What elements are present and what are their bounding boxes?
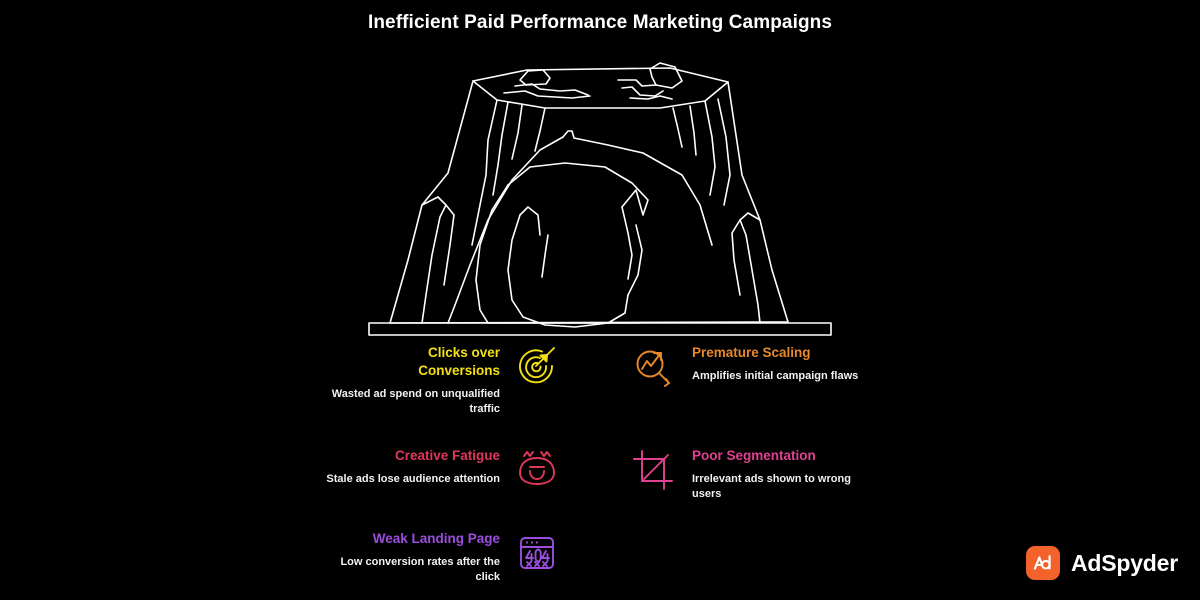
adspyder-mark-icon	[1025, 546, 1060, 580]
sleeping-face-icon	[519, 451, 555, 485]
issue-text-block: Premature Scaling Amplifies initial camp…	[692, 344, 920, 384]
crop-slash-icon	[633, 450, 673, 490]
issue-description: Amplifies initial campaign flaws	[692, 369, 859, 382]
trending-magnifier-icon	[636, 350, 670, 387]
issue-poor-segmentation: Poor Segmentation Irrelevant ads shown t…	[630, 447, 920, 502]
ad-monogram-icon	[1033, 555, 1051, 570]
issue-weak-landing-page: Weak Landing Page Low conversion rates a…	[290, 530, 560, 585]
issue-description: Low conversion rates after the click	[340, 555, 500, 583]
target-cursor-icon	[519, 347, 555, 384]
plateau-mountain-illustration	[368, 62, 832, 336]
brand-name: AdSpyder	[1070, 549, 1178, 576]
page-title: Inefficient Paid Performance Marketing C…	[367, 12, 833, 33]
issue-title: Weak Landing Page	[372, 531, 500, 546]
issue-description: Irrelevant ads shown to wrong users	[692, 472, 851, 500]
issue-text-block: Clicks over Conversions Wasted ad spend …	[310, 344, 500, 417]
issue-creative-fatigue: Creative Fatigue Stale ads lose audience…	[310, 447, 560, 493]
issue-clicks-over-conversions: Clicks over Conversions Wasted ad spend …	[310, 344, 560, 417]
issue-title: Clicks over Conversions	[418, 345, 500, 378]
issue-description: Stale ads lose audience attention	[326, 472, 500, 485]
issue-premature-scaling: Premature Scaling Amplifies initial camp…	[630, 344, 920, 390]
issue-text-block: Weak Landing Page Low conversion rates a…	[290, 530, 500, 585]
issue-text-block: Creative Fatigue Stale ads lose audience…	[310, 447, 500, 487]
issue-title: Poor Segmentation	[692, 448, 816, 463]
browser-404-icon	[520, 537, 554, 569]
issue-title: Premature Scaling	[692, 345, 811, 360]
issue-text-block: Poor Segmentation Irrelevant ads shown t…	[692, 447, 920, 502]
brand-logo: AdSpyder	[1025, 546, 1178, 580]
issue-description: Wasted ad spend on unqualified traffic	[331, 387, 500, 415]
issue-title: Creative Fatigue	[394, 448, 500, 463]
